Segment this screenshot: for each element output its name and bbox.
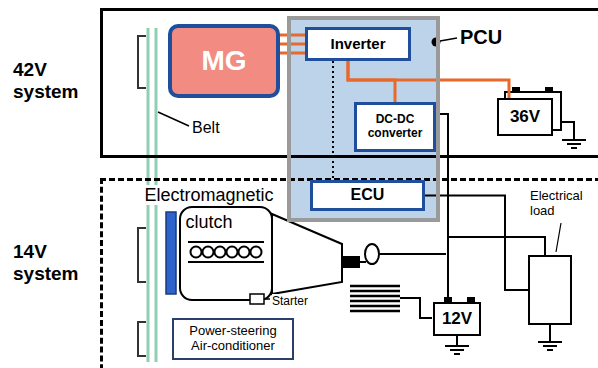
process-box: Power-steering Air-conditioner xyxy=(172,318,294,360)
part-label: Electromagnetic clutch xyxy=(144,185,273,232)
label-holder: Starter xyxy=(272,294,332,308)
heading-text: 42V system xyxy=(13,59,97,103)
compressor-cone xyxy=(272,214,342,294)
part-label: Belt xyxy=(192,119,220,136)
shaft xyxy=(360,261,366,263)
node-text: Inverter xyxy=(330,35,385,52)
pulley xyxy=(138,228,146,282)
node-text: ECU xyxy=(351,186,385,204)
wire xyxy=(400,298,432,318)
wire-connector xyxy=(348,61,395,102)
ground-symbol xyxy=(538,325,562,350)
node-text: Power-steering Air-conditioner xyxy=(181,324,285,354)
pulley xyxy=(138,36,146,88)
heading-text: Electrical load xyxy=(530,189,592,219)
leader-line xyxy=(440,38,457,41)
process-box: Inverter xyxy=(305,27,411,61)
heading-text: 14V system xyxy=(13,241,97,285)
clutch-plate xyxy=(166,212,176,294)
process-box: ECU xyxy=(310,180,425,211)
label-holder: Belt xyxy=(192,118,252,137)
pulley xyxy=(138,322,146,356)
radiator-fins xyxy=(350,286,400,311)
battery-terminal xyxy=(512,87,520,92)
battery-box: 12V xyxy=(433,302,481,336)
label-holder: Electromagnetic clutch xyxy=(128,182,290,236)
load-box: Electrical load xyxy=(528,255,572,325)
starter-symbol xyxy=(250,294,264,304)
shaft xyxy=(342,256,360,268)
leader-line xyxy=(556,223,561,252)
pcu-fill xyxy=(287,16,440,222)
motor-generator: MG xyxy=(168,24,280,98)
pcu-box: PCUInverterDC-DC converterECU xyxy=(287,16,440,222)
node-text: 36V xyxy=(510,107,540,127)
part-label: Starter xyxy=(272,294,308,308)
starter-symbol xyxy=(264,298,270,300)
node-text: MG xyxy=(201,45,246,77)
ground-symbol xyxy=(445,336,469,354)
coil xyxy=(188,242,264,262)
ground-symbol xyxy=(561,122,586,148)
battery-box: 36V xyxy=(497,98,553,136)
process-box: DC-DC converter xyxy=(354,102,436,152)
node-text: 12V xyxy=(442,309,472,329)
wire xyxy=(380,253,446,255)
wire-connector xyxy=(425,196,528,291)
heading-text: PCU xyxy=(460,26,520,49)
valve xyxy=(365,244,379,264)
wire-connector xyxy=(280,35,305,53)
wire-connector xyxy=(332,61,334,180)
leader-line xyxy=(158,112,189,126)
node-text: DC-DC converter xyxy=(361,113,429,141)
battery-terminal xyxy=(545,87,553,92)
